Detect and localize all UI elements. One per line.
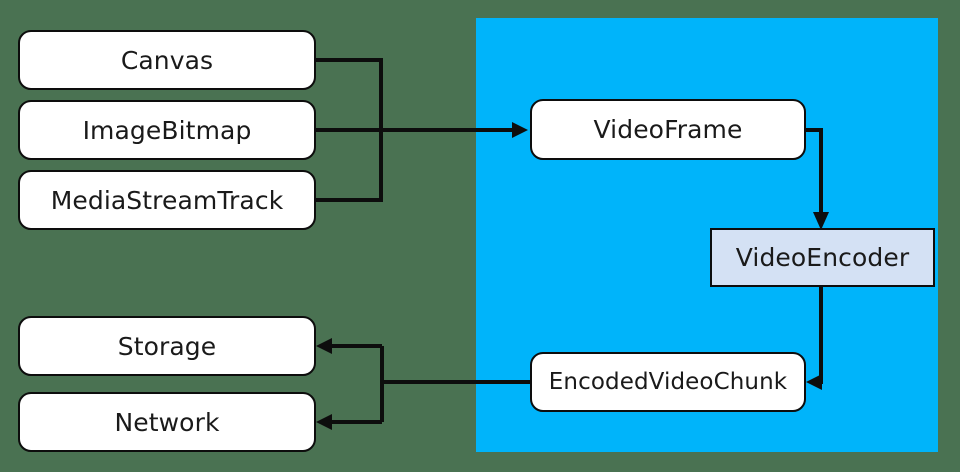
node-mediastreamtrack[interactable]: MediaStreamTrack bbox=[18, 170, 316, 230]
node-storage[interactable]: Storage bbox=[18, 316, 316, 376]
node-encodedvideochunk[interactable]: EncodedVideoChunk bbox=[530, 352, 806, 412]
arrowhead-storage-in bbox=[316, 338, 332, 354]
node-mediastreamtrack-label: MediaStreamTrack bbox=[50, 185, 284, 215]
node-imagebitmap[interactable]: ImageBitmap bbox=[18, 100, 316, 160]
node-videoencoder-label: VideoEncoder bbox=[735, 243, 910, 272]
arrowhead-network-in bbox=[316, 414, 332, 430]
node-imagebitmap-label: ImageBitmap bbox=[82, 115, 252, 145]
node-storage-label: Storage bbox=[117, 331, 217, 361]
node-encodedvideochunk-label: EncodedVideoChunk bbox=[548, 368, 788, 395]
edge-sources-bus bbox=[316, 58, 383, 202]
node-videoframe-label: VideoFrame bbox=[593, 115, 743, 144]
node-network[interactable]: Network bbox=[18, 392, 316, 452]
node-videoframe[interactable]: VideoFrame bbox=[530, 99, 806, 160]
node-videoencoder[interactable]: VideoEncoder bbox=[710, 228, 935, 287]
node-canvas-label: Canvas bbox=[120, 45, 214, 75]
node-network-label: Network bbox=[114, 407, 220, 437]
node-canvas[interactable]: Canvas bbox=[18, 30, 316, 90]
